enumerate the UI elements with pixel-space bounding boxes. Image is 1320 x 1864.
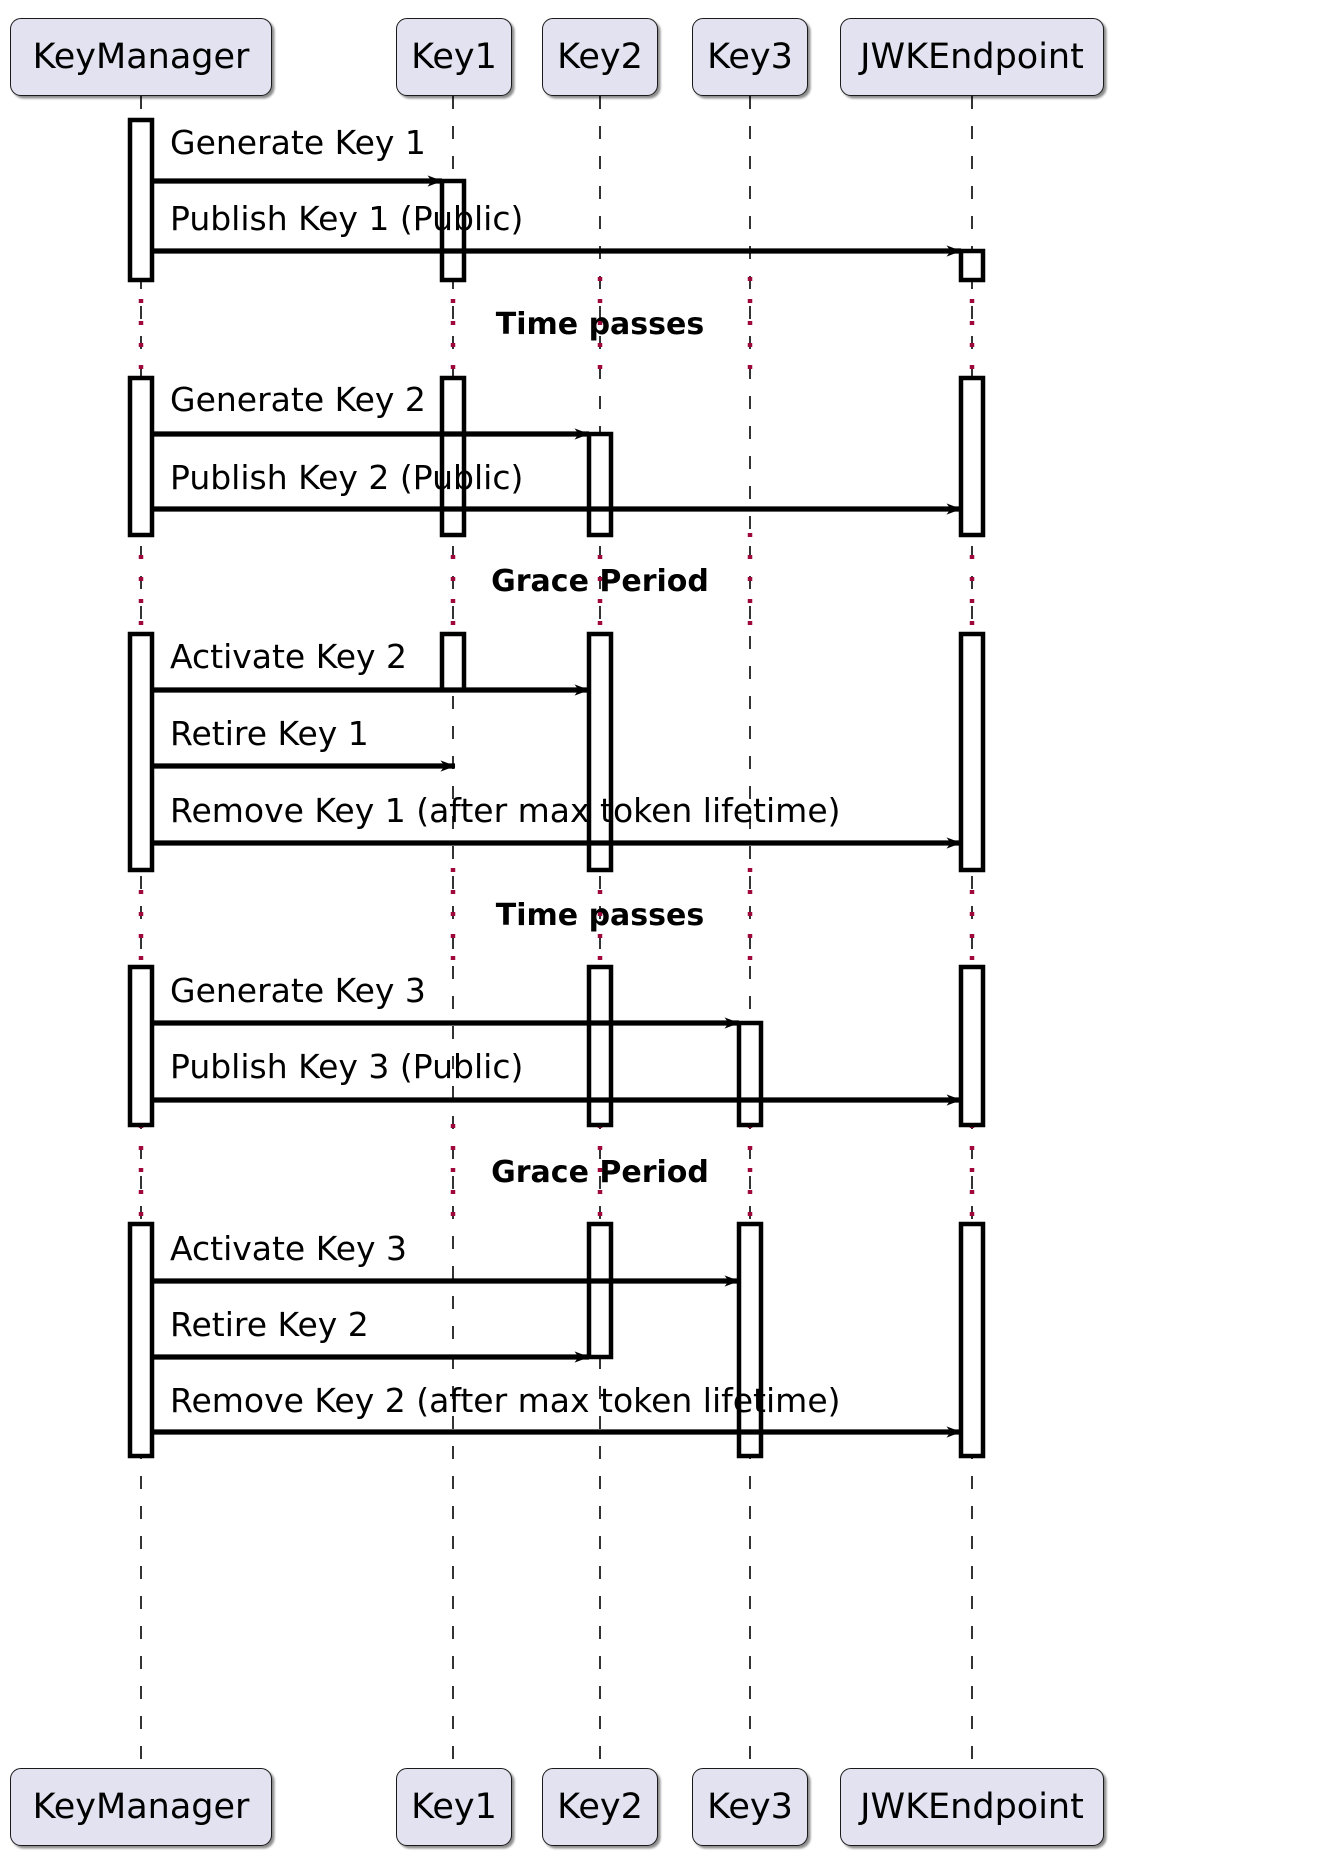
message-label-m6: Retire Key 1 bbox=[170, 714, 369, 753]
activation-bar-key1-5 bbox=[439, 178, 467, 283]
message-label-m1: Generate Key 1 bbox=[170, 123, 426, 162]
message-label-m3: Generate Key 2 bbox=[170, 380, 426, 419]
participant-box-key1-top[interactable]: Key1 bbox=[396, 18, 512, 96]
participant-box-key3-bottom[interactable]: Key3 bbox=[692, 1768, 808, 1846]
participant-label-key3: Key3 bbox=[707, 1786, 793, 1827]
activation-bar-keymanager-2 bbox=[127, 631, 155, 873]
participant-label-key3: Key3 bbox=[707, 36, 793, 77]
activation-bar-key2-11 bbox=[586, 1221, 614, 1360]
activation-bar-jwkendpoint-16 bbox=[958, 631, 986, 873]
activation-bar-jwkendpoint-15 bbox=[958, 375, 986, 538]
participant-label-key1: Key1 bbox=[411, 36, 497, 77]
divider-label-d4: Grace Period bbox=[491, 1155, 709, 1190]
activation-bar-key2-8 bbox=[586, 431, 614, 538]
activation-bar-jwkendpoint-14 bbox=[958, 248, 986, 283]
message-label-m11: Retire Key 2 bbox=[170, 1305, 369, 1344]
message-label-m9: Publish Key 3 (Public) bbox=[170, 1047, 524, 1086]
messages-group bbox=[152, 175, 962, 1438]
activation-bar-key3-12 bbox=[736, 1020, 764, 1128]
activation-bar-key2-9 bbox=[586, 631, 614, 873]
message-label-m5: Activate Key 2 bbox=[170, 637, 408, 676]
participant-label-key1: Key1 bbox=[411, 1786, 497, 1827]
message-label-m2: Publish Key 1 (Public) bbox=[170, 199, 524, 238]
participant-label-keymanager: KeyManager bbox=[32, 1786, 250, 1827]
message-label-m8: Generate Key 3 bbox=[170, 971, 426, 1010]
activation-bar-key3-13 bbox=[736, 1221, 764, 1459]
lifelines-group bbox=[140, 96, 973, 1768]
divider-label-d2: Grace Period bbox=[491, 564, 709, 599]
activation-bar-keymanager-0 bbox=[127, 117, 155, 283]
activation-bar-keymanager-1 bbox=[127, 375, 155, 538]
participant-label-jwkendpoint: JWKEndpoint bbox=[860, 1786, 1084, 1827]
message-label-m4: Publish Key 2 (Public) bbox=[170, 458, 524, 497]
message-label-m10: Activate Key 3 bbox=[170, 1229, 408, 1268]
participant-box-key2-top[interactable]: Key2 bbox=[542, 18, 658, 96]
participant-label-key2: Key2 bbox=[557, 36, 643, 77]
activation-bar-key1-6 bbox=[439, 375, 467, 538]
activation-bar-key1-7 bbox=[439, 631, 467, 693]
participant-label-keymanager: KeyManager bbox=[32, 36, 250, 77]
participant-box-jwkendpoint-bottom[interactable]: JWKEndpoint bbox=[840, 1768, 1104, 1846]
participant-box-key3-top[interactable]: Key3 bbox=[692, 18, 808, 96]
participant-box-jwkendpoint-top[interactable]: JWKEndpoint bbox=[840, 18, 1104, 96]
divider-label-d3: Time passes bbox=[495, 898, 705, 933]
divider-label-d1: Time passes bbox=[495, 307, 705, 342]
participant-label-key2: Key2 bbox=[557, 1786, 643, 1827]
activation-bar-key2-10 bbox=[586, 964, 614, 1128]
participant-box-keymanager-bottom[interactable]: KeyManager bbox=[10, 1768, 272, 1846]
activation-bar-keymanager-3 bbox=[127, 964, 155, 1128]
activation-bar-jwkendpoint-17 bbox=[958, 964, 986, 1128]
activation-bar-jwkendpoint-18 bbox=[958, 1221, 986, 1459]
participant-box-key2-bottom[interactable]: Key2 bbox=[542, 1768, 658, 1846]
message-label-m12: Remove Key 2 (after max token lifetime) bbox=[170, 1381, 841, 1420]
participant-label-jwkendpoint: JWKEndpoint bbox=[860, 36, 1084, 77]
participant-box-keymanager-top[interactable]: KeyManager bbox=[10, 18, 272, 96]
message-label-m7: Remove Key 1 (after max token lifetime) bbox=[170, 791, 841, 830]
activation-bar-keymanager-4 bbox=[127, 1221, 155, 1459]
participant-box-key1-bottom[interactable]: Key1 bbox=[396, 1768, 512, 1846]
